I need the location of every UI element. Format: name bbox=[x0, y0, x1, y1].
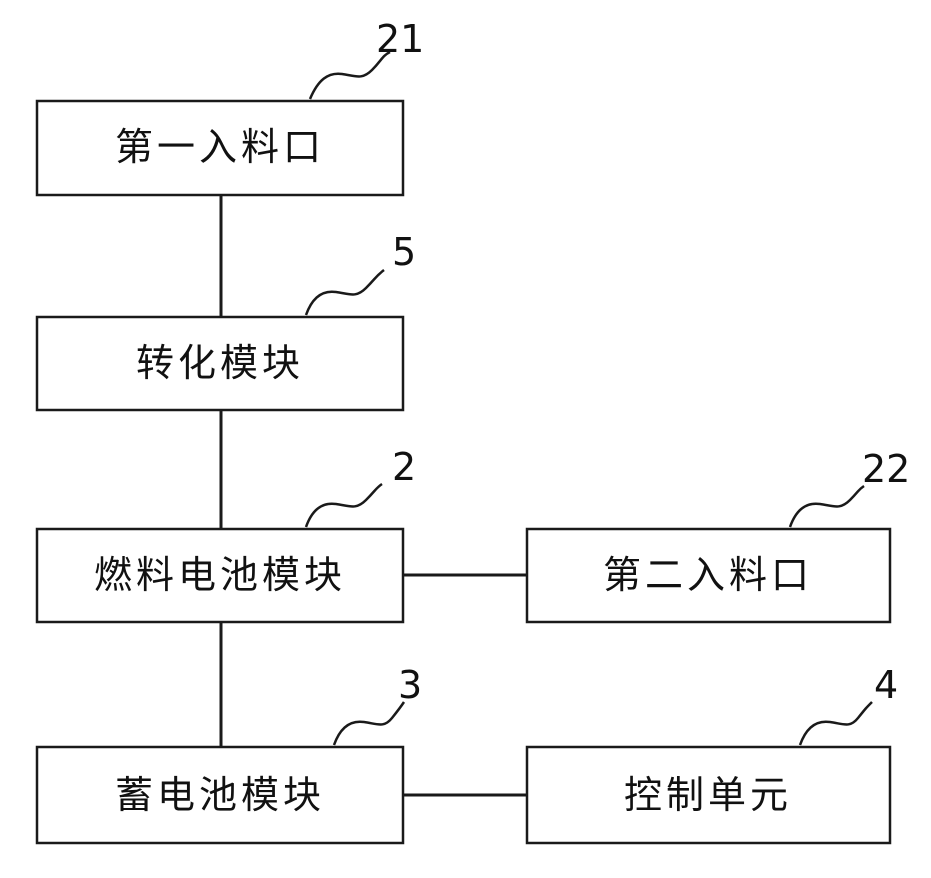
block-battery-module: 蓄电池模块 3 bbox=[37, 663, 422, 843]
block-control-unit-label: 控制单元 bbox=[624, 773, 792, 817]
block-feed-inlet-1: 第一入料口 21 bbox=[37, 17, 424, 195]
ref-leader-2 bbox=[306, 484, 382, 527]
block-conversion-module: 转化模块 5 bbox=[37, 230, 416, 410]
block-feed-inlet-2-label: 第二入料口 bbox=[603, 553, 813, 597]
ref-leader-22 bbox=[790, 486, 864, 527]
ref-number-2: 2 bbox=[392, 445, 416, 489]
block-conversion-module-label: 转化模块 bbox=[136, 341, 304, 385]
ref-leader-5 bbox=[306, 270, 384, 315]
ref-number-4: 4 bbox=[874, 663, 898, 707]
block-fuel-cell-module-label: 燃料电池模块 bbox=[94, 553, 346, 597]
ref-leader-4 bbox=[800, 702, 872, 745]
ref-leader-3 bbox=[334, 702, 404, 745]
block-feed-inlet-1-label: 第一入料口 bbox=[115, 125, 325, 169]
block-fuel-cell-module: 燃料电池模块 2 bbox=[37, 445, 416, 622]
block-battery-module-label: 蓄电池模块 bbox=[115, 773, 325, 817]
ref-number-21: 21 bbox=[376, 17, 424, 61]
ref-number-22: 22 bbox=[862, 447, 910, 491]
ref-number-5: 5 bbox=[392, 230, 416, 274]
block-feed-inlet-2: 第二入料口 22 bbox=[527, 447, 910, 622]
block-control-unit: 控制单元 4 bbox=[527, 663, 898, 843]
ref-number-3: 3 bbox=[398, 663, 422, 707]
